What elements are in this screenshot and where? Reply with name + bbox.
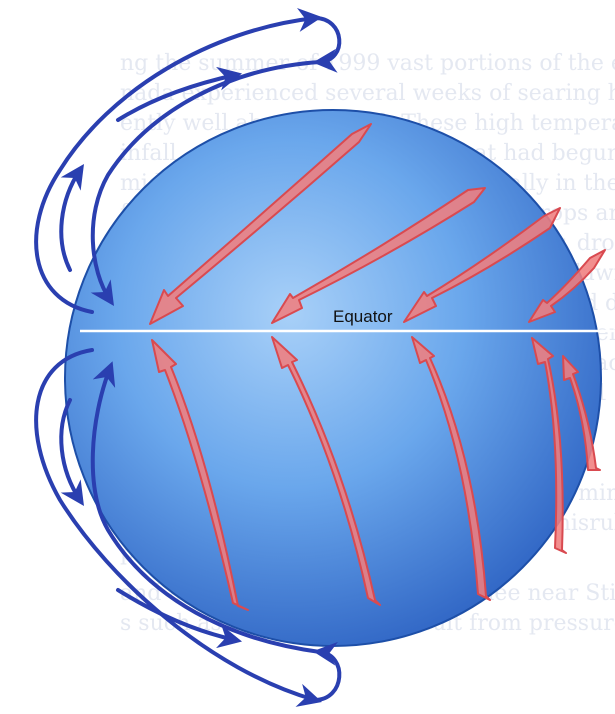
red-arrow-icon [151, 339, 249, 611]
blue-arrow-icon [116, 588, 243, 649]
red-arrow-icon [403, 207, 561, 323]
red-arrow-icon [271, 336, 381, 606]
red-arrow-icon [528, 249, 606, 323]
svg-text:ng the summer of 1999 vast por: ng the summer of 1999 vast portions of t… [120, 51, 615, 76]
red-arrow-icon [271, 187, 486, 324]
red-arrow-icon [411, 336, 491, 601]
blue-arrow-icon [90, 60, 322, 306]
red-arrow-icon [531, 337, 567, 554]
blue-arrow-icon [90, 361, 322, 654]
blue-arrow-icon [59, 398, 84, 506]
blue-arrow-icon [116, 66, 243, 122]
blue-arrow-icon [59, 164, 84, 272]
red-arrow-icon [149, 123, 372, 325]
blue-arrow-icon [312, 641, 342, 702]
equator-label: Equator [333, 307, 393, 326]
blue-arrow-icon [34, 348, 322, 707]
blue-arrow-icon [34, 7, 323, 314]
blue-arrow-icon [312, 16, 342, 73]
surface-winds [149, 123, 606, 611]
earth-globe [64, 109, 602, 647]
circulation-loops [34, 7, 342, 707]
red-arrow-icon [562, 355, 601, 471]
